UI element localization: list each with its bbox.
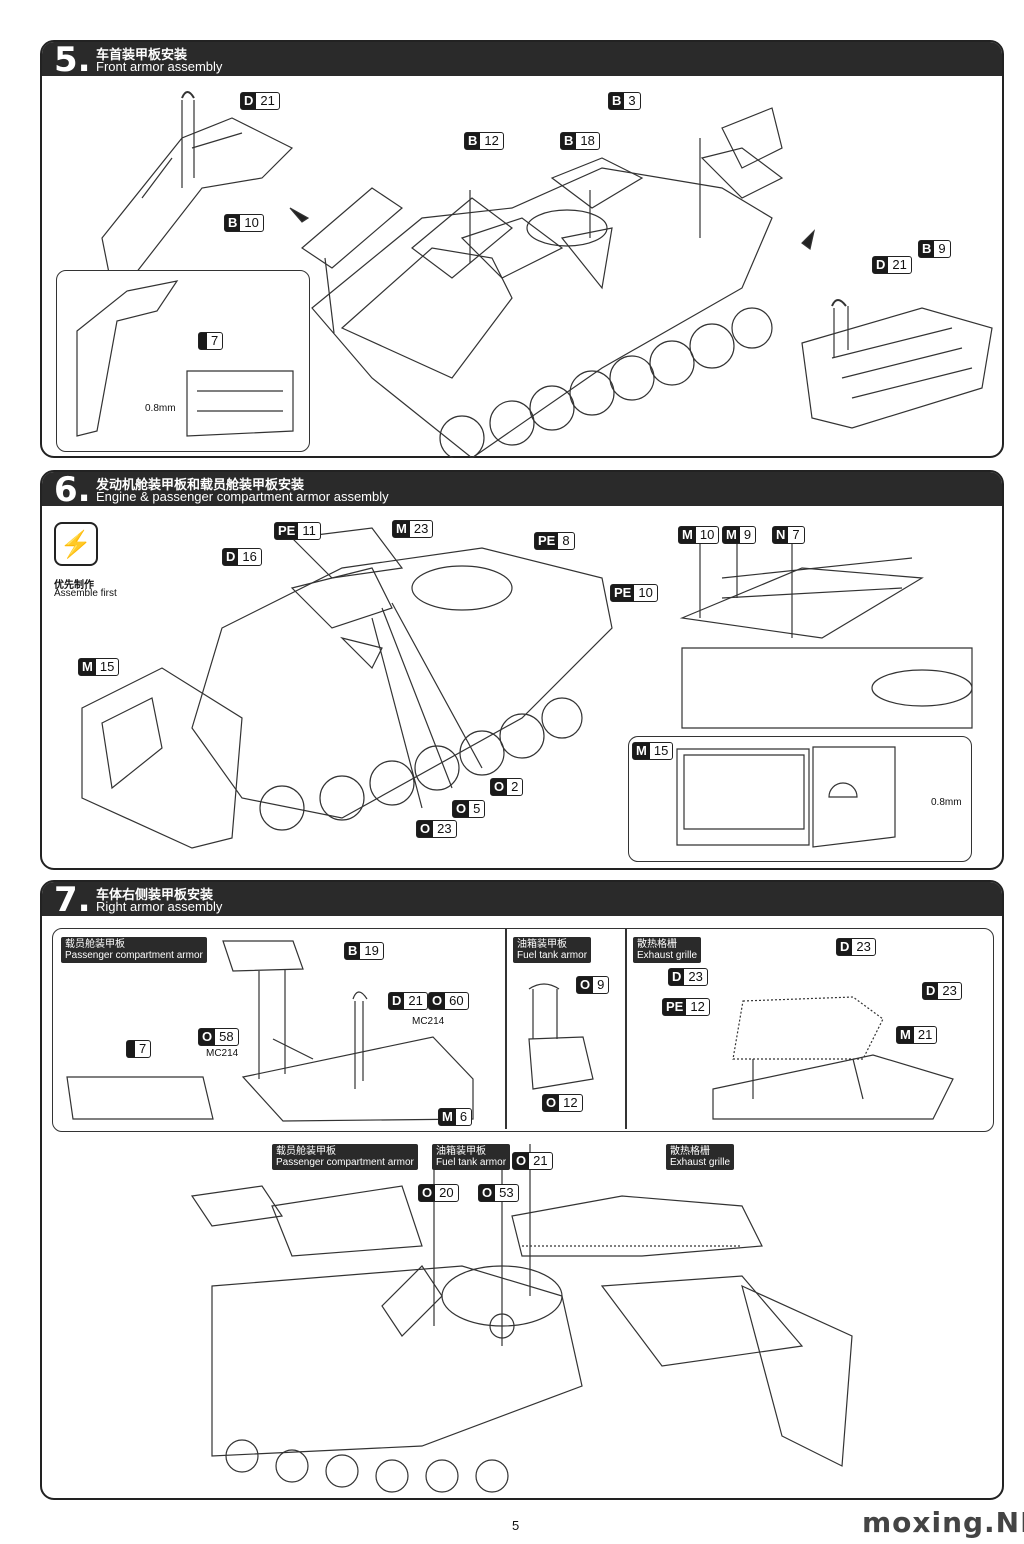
assemble-first-zh: 优先制作 bbox=[54, 580, 94, 591]
divider bbox=[505, 929, 507, 1129]
sub-assembly-drawing bbox=[66, 940, 954, 1122]
step-title-en: Right armor assembly bbox=[96, 899, 223, 914]
right-armor-drawing bbox=[190, 1144, 853, 1493]
step-title-zh: 车体右侧装甲板安装 bbox=[96, 888, 214, 903]
step-6-header: 6. 发动机舱装甲板和载员舱装甲板安装 Engine & passenger c… bbox=[42, 470, 1002, 510]
detail-box-m15: 0.8mm bbox=[628, 736, 972, 862]
step-5-panel: 5. 车首装甲板安装 Front armor assembly bbox=[40, 40, 1004, 458]
step-number: 7. bbox=[54, 880, 91, 920]
detail-b10-drawing bbox=[76, 280, 294, 437]
drill-size-5: 0.8mm bbox=[145, 403, 176, 414]
step-title-zh: 发动机舱装甲板和载员舱装甲板安装 bbox=[96, 478, 305, 493]
watermark-logo: moxing.NET bbox=[862, 1506, 1024, 1539]
step-7-panel: 7. 车体右侧装甲板安装 Right armor assembly 载员舱装甲板… bbox=[40, 880, 1004, 1500]
lightning-icon: ⚡ bbox=[54, 522, 98, 566]
step-6-panel: 6. 发动机舱装甲板和载员舱装甲板安装 Engine & passenger c… bbox=[40, 470, 1004, 870]
step-title-en: Front armor assembly bbox=[96, 59, 223, 74]
step-7-header: 7. 车体右侧装甲板安装 Right armor assembly bbox=[42, 880, 1002, 920]
divider bbox=[625, 929, 627, 1129]
mc214-label-2: MC214 bbox=[206, 1048, 239, 1059]
detail-box-b10: 0.8mm bbox=[56, 270, 310, 452]
detail-m15-drawing bbox=[676, 746, 896, 848]
front-armor-drawing bbox=[101, 91, 993, 458]
assemble-first-en: Assemble first bbox=[54, 588, 117, 599]
mc214-label: MC214 bbox=[412, 1016, 445, 1027]
page-number: 5 bbox=[512, 1518, 520, 1533]
engine-armor-drawing bbox=[81, 527, 973, 849]
drill-size-6: 0.8mm bbox=[931, 797, 962, 808]
part-7: 7 bbox=[126, 1040, 152, 1058]
step-5-header: 5. 车首装甲板安装 Front armor assembly bbox=[42, 40, 1002, 80]
step-title-zh: 车首装甲板安装 bbox=[96, 48, 188, 63]
part-7: 7 bbox=[198, 332, 224, 350]
step-number: 5. bbox=[54, 40, 91, 80]
step-title-en: Engine & passenger compartment armor ass… bbox=[96, 489, 389, 504]
step-number: 6. bbox=[54, 470, 91, 510]
